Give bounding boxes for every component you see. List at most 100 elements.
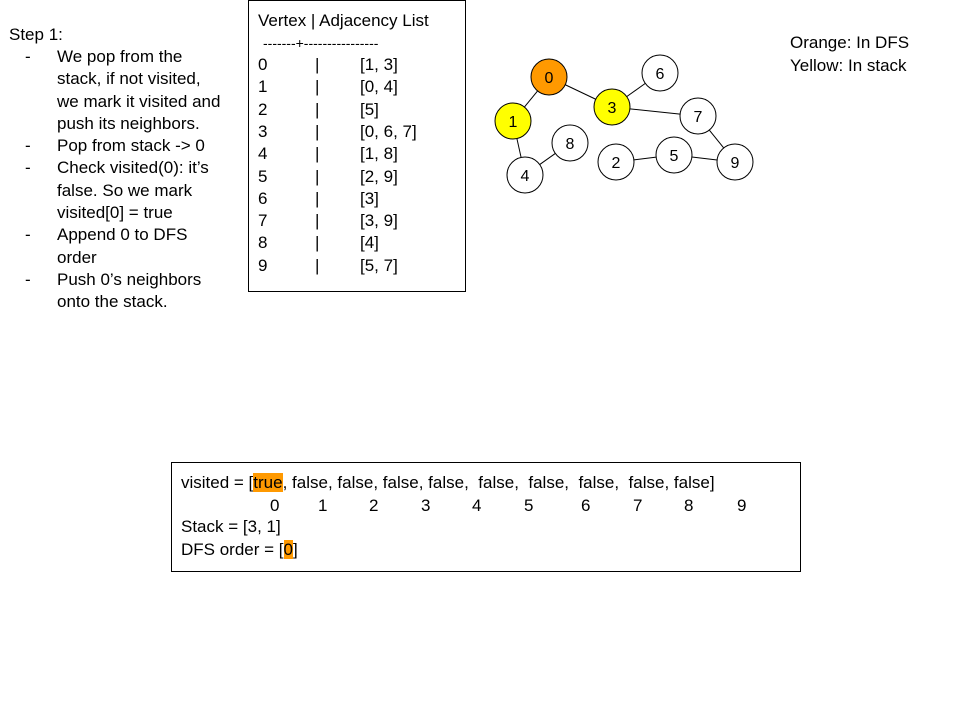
adjacency-bar: | (315, 211, 320, 231)
adjacency-vertex: 2 (258, 99, 268, 119)
bullet-dash: - (25, 158, 31, 178)
adjacency-bar: | (315, 99, 320, 119)
graph-node-circle (551, 124, 589, 162)
visited-index-9: 9 (737, 496, 747, 515)
adjacency-bar: | (315, 255, 320, 275)
graph-node-9: 9 (716, 143, 754, 181)
graph-node-label: 1 (509, 114, 518, 131)
visited-suffix: ] (709, 473, 715, 492)
adjacency-bar: | (315, 144, 320, 164)
graph-node-2: 2 (597, 143, 635, 181)
adjacency-vertex: 3 (258, 121, 268, 141)
adjacency-row-0: 0|[1, 3] (258, 55, 458, 77)
adjacency-row-5: 5|[2, 9] (258, 167, 458, 189)
visited-value-0: true (253, 473, 283, 492)
adjacency-row-2: 2 | [5] (258, 100, 458, 122)
graph-node-circle (597, 143, 635, 181)
step-bullet: -Push 0’s neighbors onto the stack. (25, 269, 225, 314)
graph-edge-0-3 (565, 84, 596, 100)
adjacency-row-8: 8 | [4] (258, 233, 458, 255)
graph-node-label: 4 (521, 168, 530, 185)
bullet-text: We pop from the stack, if not visited, w… (57, 47, 221, 133)
legend: Orange: In DFS Yellow: In stack (790, 32, 909, 77)
graph-edge-2-5 (633, 156, 657, 161)
dfs-suffix: ] (292, 540, 298, 559)
adjacency-row-4: 4 | [1, 8] (258, 144, 458, 166)
bullet-dash: - (25, 225, 31, 245)
graph-node-1: 1 (494, 102, 532, 140)
graph-edge-3-6 (626, 82, 646, 98)
legend-orange: Orange: In DFS (790, 33, 910, 52)
visited-value-6: false (528, 473, 565, 492)
graph-node-5: 5 (655, 136, 693, 174)
visited-value-1: false (292, 473, 328, 492)
graph-node-label: 0 (545, 70, 554, 87)
visited-separator: , (418, 473, 429, 492)
visited-index-1: 1 (318, 496, 328, 515)
visited-value-9: false (673, 473, 710, 492)
visited-value-7: false (578, 473, 615, 492)
visited-value-5: false (478, 473, 515, 492)
adjacency-vertex: 8 (258, 233, 268, 253)
adjacency-vertex: 6 (258, 188, 268, 208)
graph-node-0: 0 (530, 58, 568, 96)
visited-index-5: 5 (524, 496, 534, 515)
graph-edge-0-1 (524, 90, 538, 108)
graph-node-circle (655, 136, 693, 174)
visited-separator: , (664, 473, 674, 492)
adjacency-bar: | (315, 188, 320, 208)
visited-value-4: false (428, 473, 465, 492)
visited-prefix: visited = [ (181, 473, 254, 492)
adjacency-neighbors: [0, 4] (360, 77, 398, 97)
visited-index-2: 2 (369, 496, 379, 515)
visited-index-7: 7 (633, 496, 643, 515)
visited-index-8: 8 (684, 496, 694, 515)
visited-value-3: false (382, 473, 419, 492)
adjacency-bar: | (315, 233, 320, 253)
bullet-text: Pop from stack -> 0 (57, 136, 205, 156)
bullet-dash: - (25, 269, 31, 289)
graph-edge-1-4 (516, 138, 522, 158)
graph-node-circle (641, 54, 679, 92)
adjacency-row-9: 9|[5, 7] (258, 256, 458, 278)
graph-node-label: 8 (566, 136, 575, 153)
graph-node-label: 5 (670, 148, 679, 165)
visited-index-4: 4 (472, 496, 482, 515)
visited-index-6: 6 (581, 496, 591, 515)
step-bullet-list: - We pop from the stack, if not visited, … (25, 46, 225, 314)
visited-separator: , (614, 473, 629, 492)
adjacency-vertex: 4 (258, 144, 268, 164)
adjacency-vertex: 1 (258, 77, 268, 97)
graph-edge-7-9 (708, 129, 725, 149)
step-bullet: - Append 0 to DFS order (25, 224, 225, 269)
graph-node-circle (679, 97, 717, 135)
adjacency-neighbors: [0, 6, 7] (360, 121, 417, 141)
adjacency-vertex: 5 (258, 166, 268, 186)
adjacency-header: Vertex | Adjacency List (258, 11, 429, 30)
visited-separator: , (514, 473, 529, 492)
graph-node-circle (530, 58, 568, 96)
graph-node-3: 3 (593, 88, 631, 126)
graph-node-circle (506, 156, 544, 194)
graph-node-6: 6 (641, 54, 679, 92)
bullet-text: Append 0 to DFS order (57, 225, 188, 267)
adjacency-vertex: 0 (258, 55, 268, 74)
adjacency-separator: -------+---------------- (263, 35, 379, 51)
adjacency-row-1: 1|[0, 4] (258, 77, 458, 99)
adjacency-neighbors: [4] (360, 233, 379, 253)
adjacency-neighbors: [1, 8] (360, 144, 398, 164)
adjacency-list-table: Vertex | Adjacency List -------+--------… (248, 0, 466, 292)
dfs-order: DFS order = [0] (181, 540, 298, 560)
adjacency-neighbors: [5, 7] (360, 255, 398, 275)
graph-node-7: 7 (679, 97, 717, 135)
step-bullet: -Pop from stack -> 0 (25, 135, 225, 157)
graph-node-label: 7 (694, 109, 703, 126)
dfs-value-0: 0 (283, 540, 293, 559)
adjacency-neighbors: [5] (360, 99, 379, 119)
adjacency-neighbors: [2, 9] (360, 166, 398, 186)
step-title: Step 1: (9, 25, 63, 44)
graph-edge-5-9 (691, 156, 718, 161)
visited-separator: , (464, 473, 479, 492)
visited-array: visited = [true, false, false, false, fa… (181, 473, 715, 493)
adjacency-neighbors: [3, 9] (360, 211, 398, 231)
